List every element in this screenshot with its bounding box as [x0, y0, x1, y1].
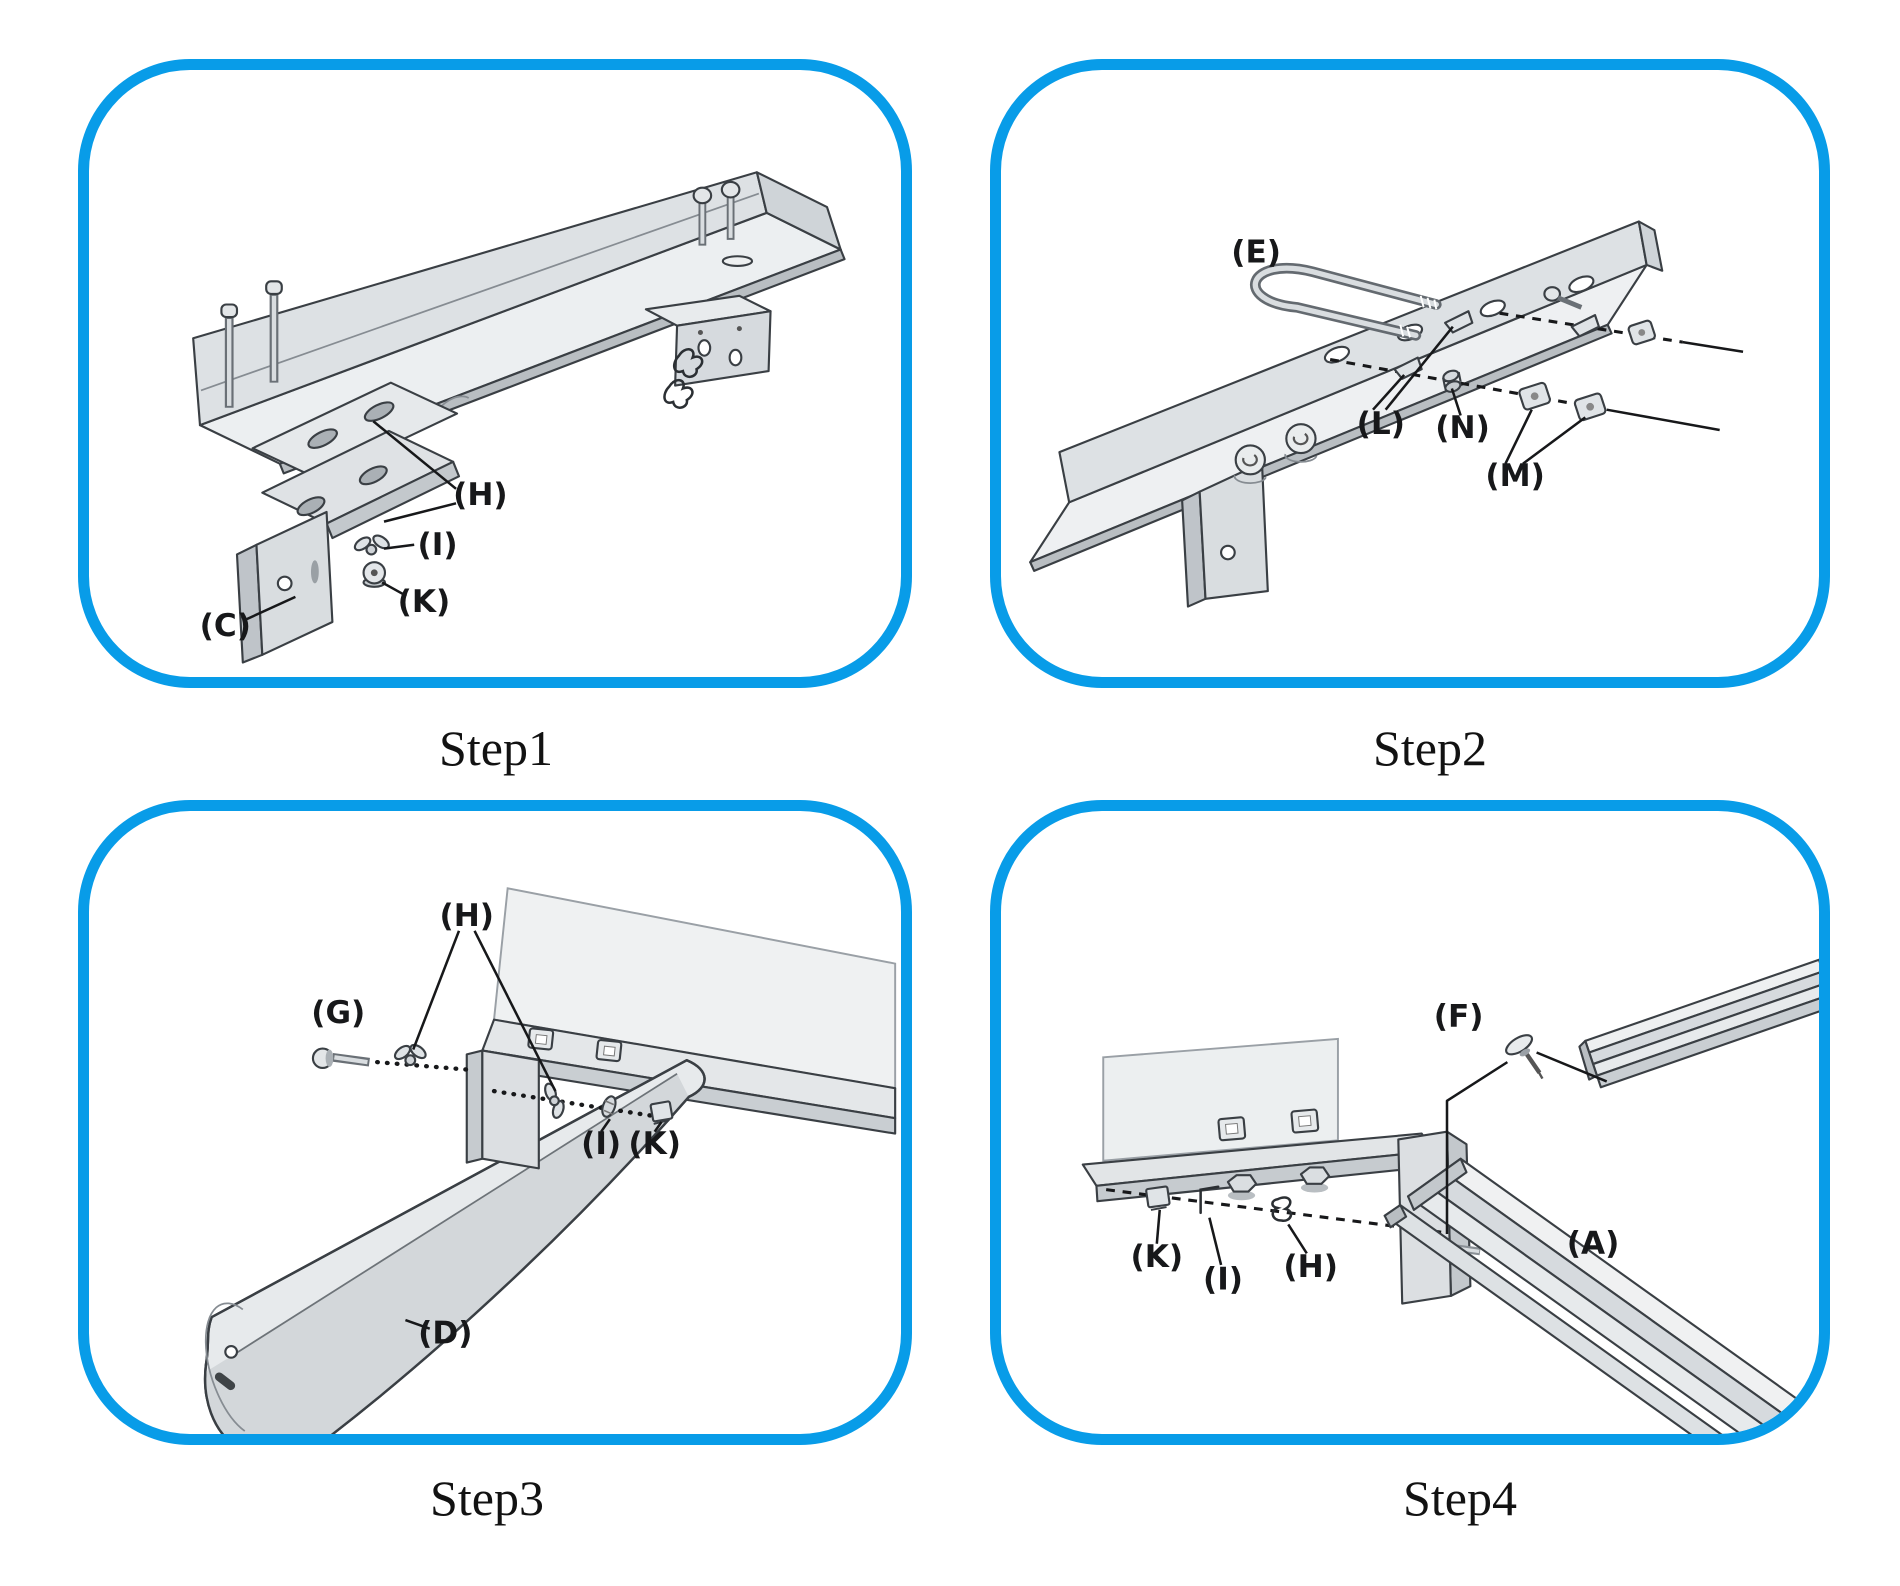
carriage-bolt-icon — [220, 280, 283, 408]
roof-rail-A-detached — [1578, 958, 1819, 1089]
corner-bracket — [1181, 461, 1269, 608]
label-A: (A) — [1567, 1226, 1620, 1262]
clip-icon — [1199, 1185, 1220, 1215]
back-wall — [1102, 1037, 1339, 1162]
step2-illustration: (E) (L) (N) (M) — [1029, 220, 1744, 608]
hex-bolt-icon — [1226, 1174, 1258, 1201]
carriage-bolt-heads — [1233, 423, 1318, 484]
label-N: (N) — [1435, 410, 1490, 446]
rail-angle-bar — [1029, 220, 1664, 572]
wing-nut-sketch-icon — [672, 348, 704, 379]
deflector-fin-D — [203, 1058, 706, 1434]
u-bolt-icon — [1250, 262, 1442, 341]
washer-icon — [721, 255, 754, 267]
step4-illustration: (F) (A) (K) (I) (H) — [1081, 958, 1819, 1434]
label-E: (E) — [1231, 234, 1281, 270]
label-K: (K) — [398, 584, 451, 620]
label-K: (K) — [1131, 1239, 1184, 1275]
thumb-screw-F-icon — [1505, 1034, 1544, 1080]
square-nut-icon — [1518, 381, 1551, 411]
leader-lines — [404, 930, 663, 1330]
roof-rail-attached — [1383, 1157, 1819, 1434]
label-I: (I) — [418, 527, 458, 563]
spring-washer-icon — [1271, 1196, 1293, 1222]
corner-bracket — [465, 1049, 540, 1170]
bolt-axis-dotted — [491, 1088, 670, 1121]
square-nut-icon — [649, 1100, 674, 1125]
step1-panel: (H) (I) (K) (C) — [78, 59, 912, 688]
step2-panel: (E) (L) (N) (M) — [990, 59, 1830, 688]
round-nut-icon — [362, 561, 387, 588]
leader-lines — [246, 420, 457, 621]
label-C: (C) — [200, 608, 251, 644]
step3-panel: (H) (G) (I) (K) (D) — [78, 800, 912, 1445]
label-K: (K) — [628, 1126, 681, 1162]
label-L: (L) — [1357, 406, 1405, 442]
mounting-rail-strip — [1081, 1108, 1435, 1203]
label-H: (H) — [440, 898, 495, 934]
bolt-axis-hardware — [1329, 286, 1744, 432]
bolt-head-icon — [1543, 286, 1562, 302]
step1-illustration: (H) (I) (K) (C) — [192, 171, 846, 664]
step1-caption: Step1 — [439, 720, 553, 776]
square-nut-icon — [1145, 1185, 1171, 1211]
label-D: (D) — [418, 1316, 472, 1352]
wedge-spacer-icon — [1393, 356, 1423, 380]
keyhole-slot-plates — [251, 381, 461, 540]
square-nut-icon — [1573, 392, 1607, 422]
hex-bolt-icon — [1299, 1166, 1331, 1193]
wedge-spacer-icon — [1570, 314, 1600, 338]
leader-lines — [1372, 325, 1587, 465]
label-F: (F) — [1434, 999, 1484, 1035]
label-H: (H) — [1283, 1249, 1338, 1285]
step3-illustration: (H) (G) (I) (K) (D) — [203, 887, 897, 1434]
wing-nut-sketch-icon — [663, 379, 694, 409]
leader-lines — [1155, 1051, 1608, 1266]
right-end-hardware — [644, 180, 772, 409]
wing-nut-icon — [393, 1043, 427, 1067]
label-I: (I) — [1203, 1262, 1243, 1298]
step4-panel: (F) (A) (K) (I) (H) — [990, 800, 1830, 1445]
label-G: (G) — [311, 995, 365, 1031]
bolt-G-icon — [311, 1047, 370, 1069]
bolt-axis-dotted — [375, 1059, 473, 1073]
label-M: (M) — [1485, 458, 1544, 494]
spring-washer-icon — [601, 1095, 617, 1118]
step2-caption: Step2 — [1373, 720, 1487, 776]
wing-nut-icon — [353, 534, 390, 556]
clip-sleeve-icon — [1442, 369, 1462, 393]
step3-caption: Step3 — [430, 1470, 544, 1526]
label-I: (I) — [581, 1126, 621, 1162]
square-nut-icon — [1627, 319, 1656, 346]
label-H: (H) — [453, 477, 508, 513]
step4-caption: Step4 — [1403, 1470, 1517, 1526]
corner-bracket-C — [235, 510, 334, 664]
